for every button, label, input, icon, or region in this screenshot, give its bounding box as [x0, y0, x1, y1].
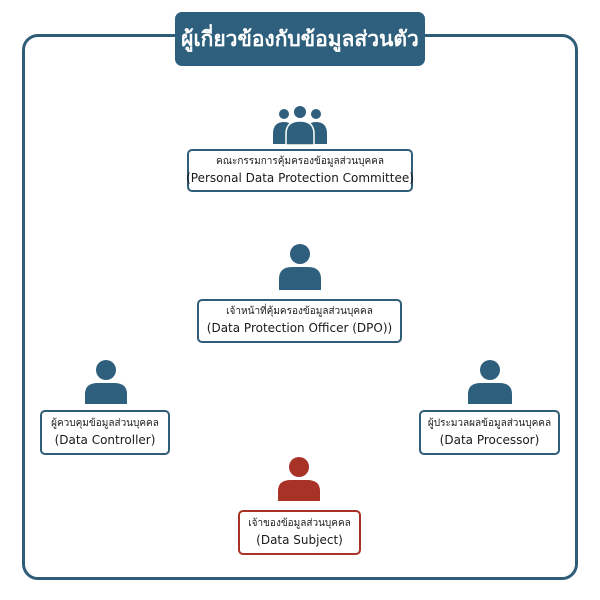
role-dpo: เจ้าหน้าที่คุ้มครองข้อมูลส่วนบุคคล (Data…	[197, 299, 402, 343]
person-icon	[468, 360, 512, 404]
role-processor: ผู้ประมวลผลข้อมูลส่วนบุคคล (Data Process…	[419, 410, 560, 455]
role-processor-thai: ผู้ประมวลผลข้อมูลส่วนบุคคล	[427, 417, 552, 429]
role-controller: ผู้ควบคุมข้อมูลส่วนบุคคล (Data Controlle…	[40, 410, 170, 455]
group-people-icon	[273, 106, 327, 146]
person-icon	[278, 457, 320, 501]
role-controller-thai: ผู้ควบคุมข้อมูลส่วนบุคคล	[51, 417, 159, 429]
role-dpo-thai: เจ้าหน้าที่คุ้มครองข้อมูลส่วนบุคคล	[226, 306, 373, 318]
role-subject-thai: เจ้าของข้อมูลส่วนบุคคล	[248, 517, 351, 529]
role-committee-thai: คณะกรรมการคุ้มครองข้อมูลส่วนบุคคล	[216, 155, 384, 167]
role-processor-english: (Data Processor)	[439, 432, 540, 447]
role-subject-english: (Data Subject)	[256, 532, 343, 547]
person-icon	[85, 360, 127, 404]
role-subject: เจ้าของข้อมูลส่วนบุคคล (Data Subject)	[238, 510, 361, 555]
role-controller-english: (Data Controller)	[54, 432, 156, 447]
role-dpo-english: (Data Protection Officer (DPO))	[206, 321, 393, 336]
role-committee: คณะกรรมการคุ้มครองข้อมูลส่วนบุคคล (Perso…	[186, 149, 414, 192]
role-committee-english: (Personal Data Protection Committee)	[186, 170, 414, 185]
person-icon	[279, 244, 321, 290]
diagram-title: ผู้เกี่ยวข้องกับข้อมูลส่วนตัว	[175, 12, 425, 66]
